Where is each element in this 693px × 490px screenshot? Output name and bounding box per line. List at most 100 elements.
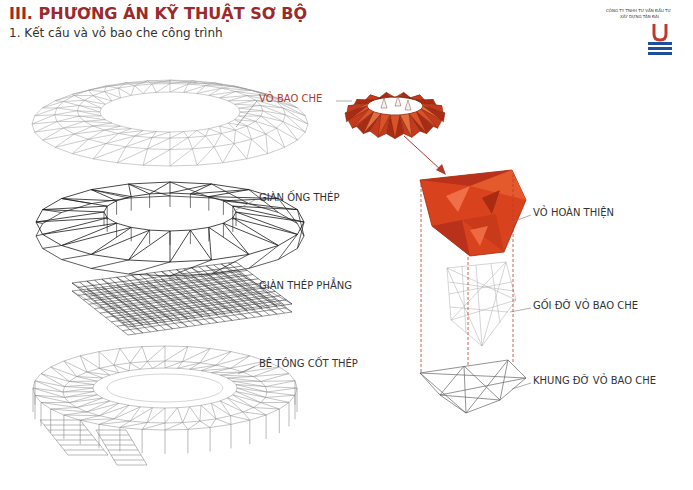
mesh-line xyxy=(194,399,202,400)
mesh-line xyxy=(220,401,230,416)
mesh-line xyxy=(289,402,290,426)
mesh-line xyxy=(74,95,93,96)
cladding-panel xyxy=(378,114,390,138)
part-label: GỐI ĐỠ VỎ BAO CHE xyxy=(533,300,638,312)
mesh-line xyxy=(97,395,102,398)
mesh-line xyxy=(170,137,188,139)
mesh-line xyxy=(190,405,201,407)
mesh-line xyxy=(236,385,267,393)
mesh-line xyxy=(102,287,173,329)
mesh-line xyxy=(285,140,298,147)
mesh-line xyxy=(32,124,35,132)
mesh-line xyxy=(106,134,119,144)
mesh-line xyxy=(32,122,57,124)
cladding-panel xyxy=(405,100,411,110)
mesh-line xyxy=(126,147,148,149)
mesh-line xyxy=(185,400,194,401)
mesh-line xyxy=(69,381,94,384)
mesh-line xyxy=(63,392,65,397)
mesh-line xyxy=(119,428,120,452)
mesh-line xyxy=(130,347,142,363)
mesh-line xyxy=(93,123,112,126)
mesh-line xyxy=(210,424,231,427)
mesh-line xyxy=(93,96,112,101)
mesh-line xyxy=(55,96,74,101)
mesh-line xyxy=(209,395,215,397)
mesh-line xyxy=(220,126,222,133)
mesh-line xyxy=(209,227,249,254)
mesh-line xyxy=(190,230,191,244)
mesh-line xyxy=(200,405,201,421)
mesh-line xyxy=(211,198,248,204)
mesh-line xyxy=(43,128,64,140)
mesh-line xyxy=(79,100,84,105)
mesh-line xyxy=(215,381,219,383)
mesh-line xyxy=(88,139,106,143)
mesh-line xyxy=(129,262,170,274)
mesh-line xyxy=(208,227,209,241)
mesh-line xyxy=(84,120,105,122)
mesh-line xyxy=(143,84,152,94)
mesh-line xyxy=(87,289,158,331)
mesh-line xyxy=(120,349,130,363)
mesh-line xyxy=(43,206,108,210)
mesh-line xyxy=(185,375,194,376)
mesh-line xyxy=(100,112,101,116)
mesh-line xyxy=(261,381,266,386)
mesh-line xyxy=(63,102,79,106)
mesh-line xyxy=(55,111,78,115)
mesh-line xyxy=(129,184,132,197)
mesh-line xyxy=(91,260,128,268)
mesh-line xyxy=(52,435,92,436)
mesh-line xyxy=(135,86,144,94)
mesh-line xyxy=(148,138,171,149)
mesh-line xyxy=(62,199,92,204)
mesh-line xyxy=(211,403,230,415)
mesh-line xyxy=(191,276,262,317)
mesh-line xyxy=(121,95,132,98)
mesh-line xyxy=(100,108,101,112)
mesh-line xyxy=(236,392,261,403)
mesh-line xyxy=(279,409,280,433)
mesh-line xyxy=(305,124,308,132)
mesh-line xyxy=(43,210,104,212)
mesh-line xyxy=(63,128,74,134)
mesh-line xyxy=(143,149,147,165)
mesh-line xyxy=(155,401,165,402)
mesh-line xyxy=(209,126,220,129)
mesh-line xyxy=(35,108,43,116)
mesh-line xyxy=(253,408,266,416)
mesh-line xyxy=(105,445,135,446)
mesh-line xyxy=(103,375,110,378)
mesh-line xyxy=(227,395,232,398)
mesh-line xyxy=(223,201,224,215)
mesh-line xyxy=(239,108,240,112)
mesh-line xyxy=(140,362,147,370)
mesh-line xyxy=(170,182,211,184)
mesh-line xyxy=(184,132,188,138)
mesh-line xyxy=(236,212,297,234)
mesh-line xyxy=(253,408,279,410)
mesh-line xyxy=(220,126,236,130)
mesh-line xyxy=(214,134,221,147)
part-label: GIÀN THÉP PHẲNG xyxy=(259,280,352,292)
mesh-line xyxy=(197,129,209,131)
mesh-line xyxy=(147,408,165,423)
mesh-line xyxy=(165,347,188,361)
mesh-line xyxy=(156,84,170,93)
mesh-line xyxy=(250,415,266,420)
mesh-line xyxy=(126,136,135,147)
mesh-line xyxy=(170,149,193,166)
mesh-line xyxy=(35,132,43,140)
mesh-line xyxy=(65,392,95,398)
mesh-line xyxy=(165,401,175,402)
mesh-line xyxy=(197,147,214,165)
mesh-line xyxy=(206,134,222,137)
mesh-line xyxy=(170,92,184,93)
mesh-line xyxy=(87,368,100,372)
mesh-line xyxy=(36,222,43,224)
mesh-line xyxy=(220,383,223,385)
mesh-line xyxy=(55,94,72,100)
mesh-line xyxy=(64,356,80,361)
mesh-line xyxy=(266,415,267,439)
